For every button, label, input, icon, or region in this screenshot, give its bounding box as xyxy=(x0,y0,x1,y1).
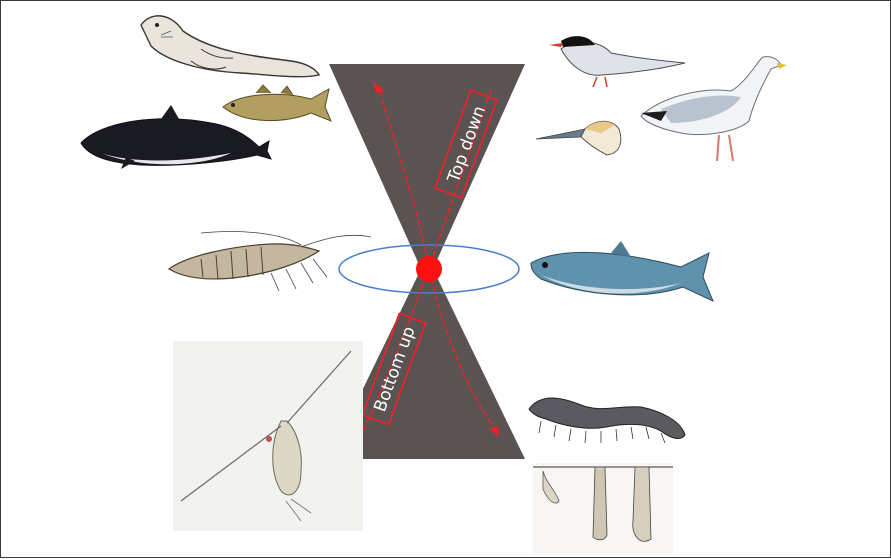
shrimp-illustration xyxy=(169,232,371,292)
gannet-illustration xyxy=(536,121,621,155)
tern-illustration xyxy=(549,36,685,87)
tube-worms-illustration xyxy=(533,463,673,555)
cod-fish-illustration xyxy=(223,85,331,121)
copepod-illustration xyxy=(173,341,363,531)
herring-illustration xyxy=(531,241,713,301)
gull-illustration xyxy=(641,57,787,161)
center-node xyxy=(416,256,442,282)
seal-illustration xyxy=(141,16,319,77)
polychaete-worm-illustration xyxy=(529,398,685,443)
